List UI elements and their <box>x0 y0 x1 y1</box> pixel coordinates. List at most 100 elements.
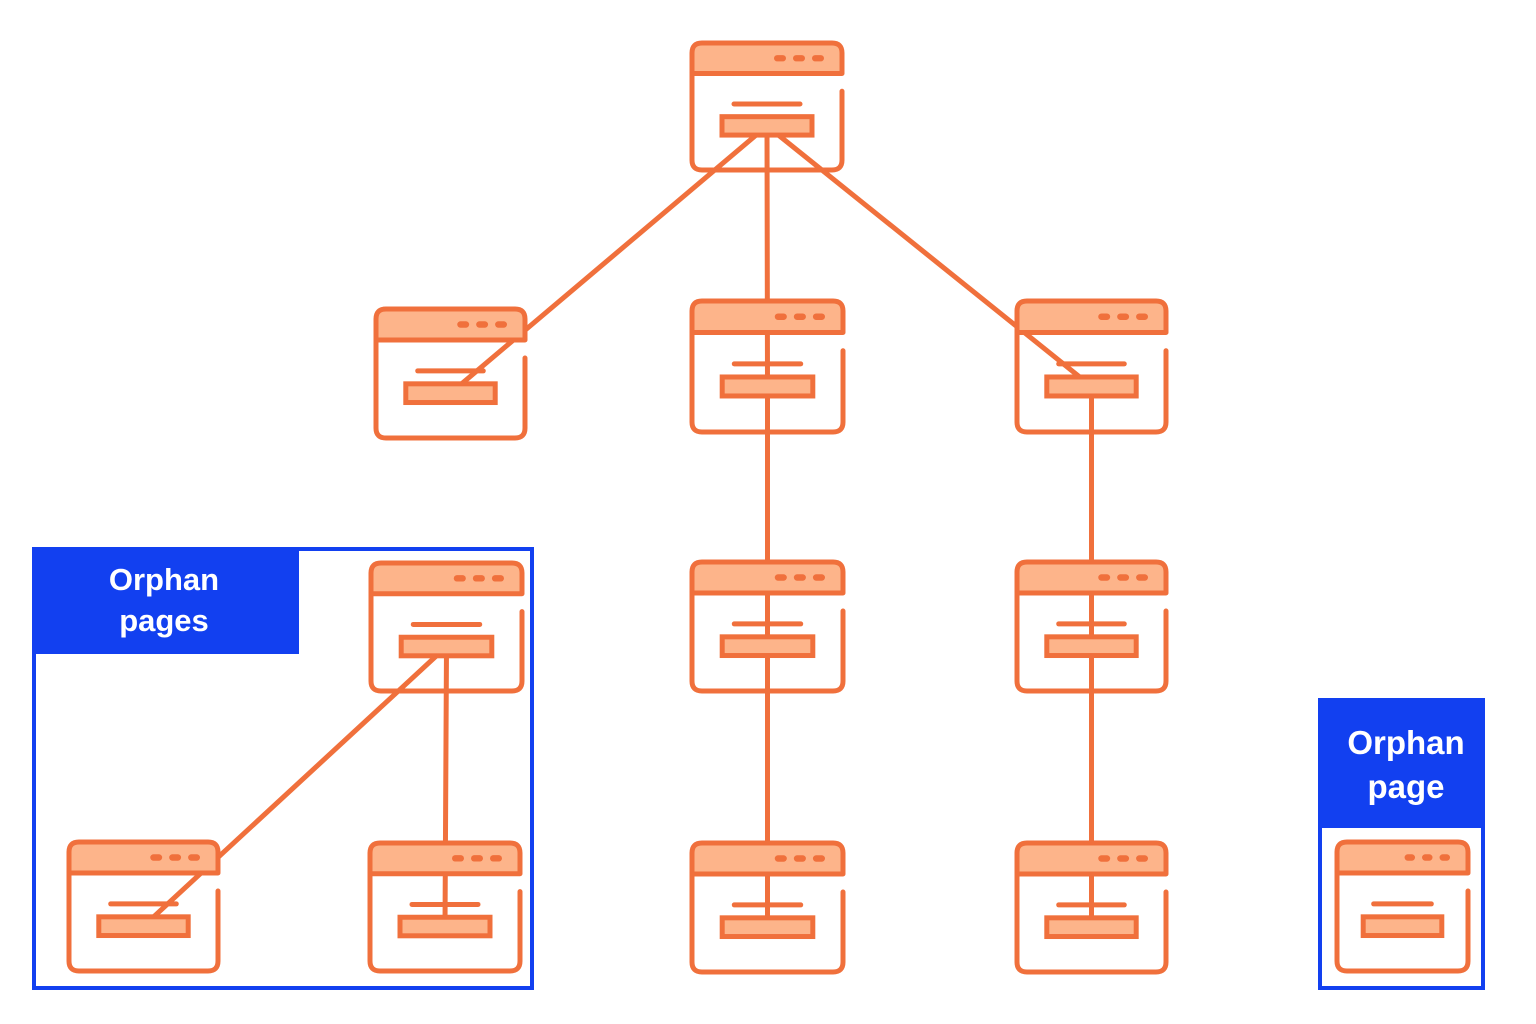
window-header <box>367 840 523 877</box>
window-dot <box>1117 855 1130 862</box>
window-dot <box>1404 854 1416 861</box>
window-dot <box>1117 574 1130 581</box>
window-body <box>689 70 845 173</box>
window-dot <box>491 575 504 582</box>
window-dot <box>1117 313 1130 320</box>
window-header <box>368 560 525 597</box>
window-button <box>1044 634 1139 659</box>
window-body <box>689 329 846 435</box>
window-dot <box>812 855 825 862</box>
window-button <box>96 914 191 939</box>
page-node-single-orphan-browser-window-icon <box>1334 839 1471 974</box>
page-node-orphan-group-child-right-browser-window-icon <box>367 840 523 974</box>
window-dot <box>490 855 502 862</box>
link-line-orphan-group-parent-to-orphan-group-child-left <box>141 644 449 929</box>
window-header <box>1334 839 1471 876</box>
page-node-right-child-2-browser-window-icon <box>1014 559 1169 694</box>
window-dot <box>453 575 466 582</box>
page-node-right-child-1-browser-window-icon <box>1014 298 1169 435</box>
window-dot <box>1098 855 1111 862</box>
orphan-page-label-line1: Orphan <box>1347 724 1464 761</box>
window-dot <box>169 854 182 861</box>
window-dot <box>150 854 163 861</box>
window-dot <box>1136 855 1148 862</box>
window-dot <box>452 855 464 862</box>
orphan-page-label-line2: page <box>1367 768 1444 805</box>
window-body <box>66 870 221 974</box>
window-button <box>719 114 815 138</box>
window-button <box>719 634 816 659</box>
window-dot <box>793 574 806 581</box>
page-node-orphan-group-child-left-browser-window-icon <box>66 839 221 974</box>
window-dot <box>1098 574 1111 581</box>
orphan-pages-group: Orphan pages <box>32 547 534 990</box>
page-icons <box>66 40 1471 975</box>
window-header <box>1014 840 1169 877</box>
window-dot <box>793 313 806 320</box>
orphan-pages-label-box <box>34 549 299 654</box>
window-header <box>66 839 221 876</box>
page-node-left-child-browser-window-icon <box>373 306 528 441</box>
window-dot <box>774 313 787 320</box>
link-line-root-to-center-child-1 <box>764 123 770 389</box>
window-dot <box>774 855 787 862</box>
window-dot <box>812 55 824 62</box>
window-dot <box>1422 854 1433 861</box>
window-button <box>719 915 816 940</box>
window-body <box>689 590 846 694</box>
window-body <box>1014 871 1169 975</box>
window-body <box>689 871 846 975</box>
window-dot <box>1098 313 1111 320</box>
page-node-orphan-group-parent-browser-window-icon <box>368 560 525 694</box>
window-header <box>1014 298 1169 335</box>
window-dot <box>793 855 806 862</box>
window-button <box>719 374 816 399</box>
page-node-root-browser-window-icon <box>689 40 845 173</box>
window-body <box>367 871 523 974</box>
orphan-pages-label-line2: pages <box>119 603 209 638</box>
window-header <box>689 40 845 76</box>
window-dot <box>1439 854 1450 861</box>
link-line-root-to-right-child-1 <box>764 123 1094 389</box>
window-button <box>397 914 493 939</box>
window-body <box>368 591 525 694</box>
orphan-page-label-box <box>1320 700 1483 828</box>
window-dot <box>812 313 825 320</box>
orphan-pages-label-line1: Orphan <box>109 562 219 597</box>
window-dot <box>471 855 483 862</box>
window-dot <box>1136 574 1148 581</box>
window-header <box>689 840 846 877</box>
page-node-center-child-3-browser-window-icon <box>689 840 846 975</box>
window-body <box>1014 590 1169 694</box>
window-button <box>1044 374 1139 399</box>
window-body <box>1014 329 1169 435</box>
window-dot <box>793 55 805 62</box>
page-node-right-child-3-browser-window-icon <box>1014 840 1169 975</box>
window-button <box>398 634 495 659</box>
window-button <box>403 381 498 406</box>
window-dot <box>495 321 507 328</box>
window-button <box>1044 915 1139 940</box>
window-dot <box>188 854 200 861</box>
window-dot <box>1136 313 1148 320</box>
window-dot <box>774 55 786 62</box>
window-header <box>1014 559 1169 596</box>
window-dot <box>812 574 825 581</box>
page-node-center-child-2-browser-window-icon <box>689 559 846 694</box>
link-lines <box>141 123 1094 930</box>
link-line-root-to-left-child <box>448 123 770 396</box>
page-node-center-child-1-browser-window-icon <box>689 298 846 435</box>
window-dot <box>774 574 787 581</box>
window-dot <box>457 321 470 328</box>
window-header <box>373 306 528 343</box>
window-button <box>1360 914 1445 939</box>
window-header <box>689 298 846 335</box>
window-body <box>1334 870 1471 974</box>
single-orphan-group: Orphan page <box>1318 698 1485 990</box>
window-dot <box>476 321 489 328</box>
window-body <box>373 337 528 441</box>
window-header <box>689 559 846 596</box>
window-dot <box>472 575 485 582</box>
